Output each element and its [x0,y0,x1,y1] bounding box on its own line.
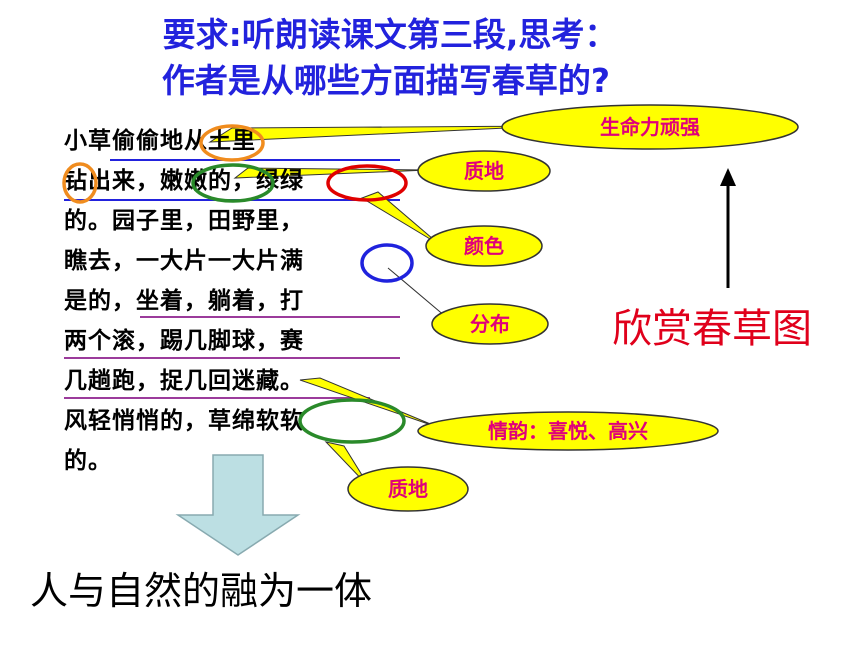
passage-line: 的。园子里，田野里， [64,208,304,234]
circle-red [326,164,408,202]
side-label: 欣赏春草图 [612,306,812,352]
passage-line: 瞧去，一大片一大片满 [64,248,304,274]
passage-line: 小草偷偷地从土里 [64,128,256,154]
balloon-label-texture1: 质地 [464,159,504,183]
balloon-label-texture2: 质地 [388,477,428,501]
passage-line: 几趟跑，捉几回迷藏。 [64,368,304,394]
passage-line: 两个滚，踢几脚球，赛 [64,328,304,354]
balloon-label-mood: 情韵：喜悦、高兴 [488,419,648,443]
circle-orange [62,162,98,204]
passage-line: 是的，坐着，躺着，打 [64,288,304,314]
pointer-color [360,191,441,246]
circle-green [298,398,406,444]
balloon-texture2 [347,466,469,512]
passage-line: 风轻悄悄的，草绵软软 [64,408,304,434]
conclusion-text: 人与自然的融为一体 [30,569,373,613]
balloon-color [425,225,543,267]
circle-blue [360,243,414,283]
passage-line: 的。 [64,448,112,474]
balloon-mood [417,411,719,451]
balloon-vitality [501,104,799,150]
title-line-2: 作者是从哪些方面描写春草的? [161,61,611,100]
balloon-label-vitality: 生命力顽强 [600,115,700,139]
balloon-label-color: 颜色 [464,234,504,258]
down-arrow-icon [175,454,301,556]
circle-orange [199,124,265,162]
balloon-distribution [431,303,549,345]
balloon-label-distribution: 分布 [470,312,510,336]
title-line-1: 要求:听朗读课文第三段,思考： [162,15,618,54]
balloon-texture1 [417,150,551,192]
pointer-distribution [387,267,453,323]
pointer-vitality [208,125,551,143]
circle-green [191,163,275,203]
